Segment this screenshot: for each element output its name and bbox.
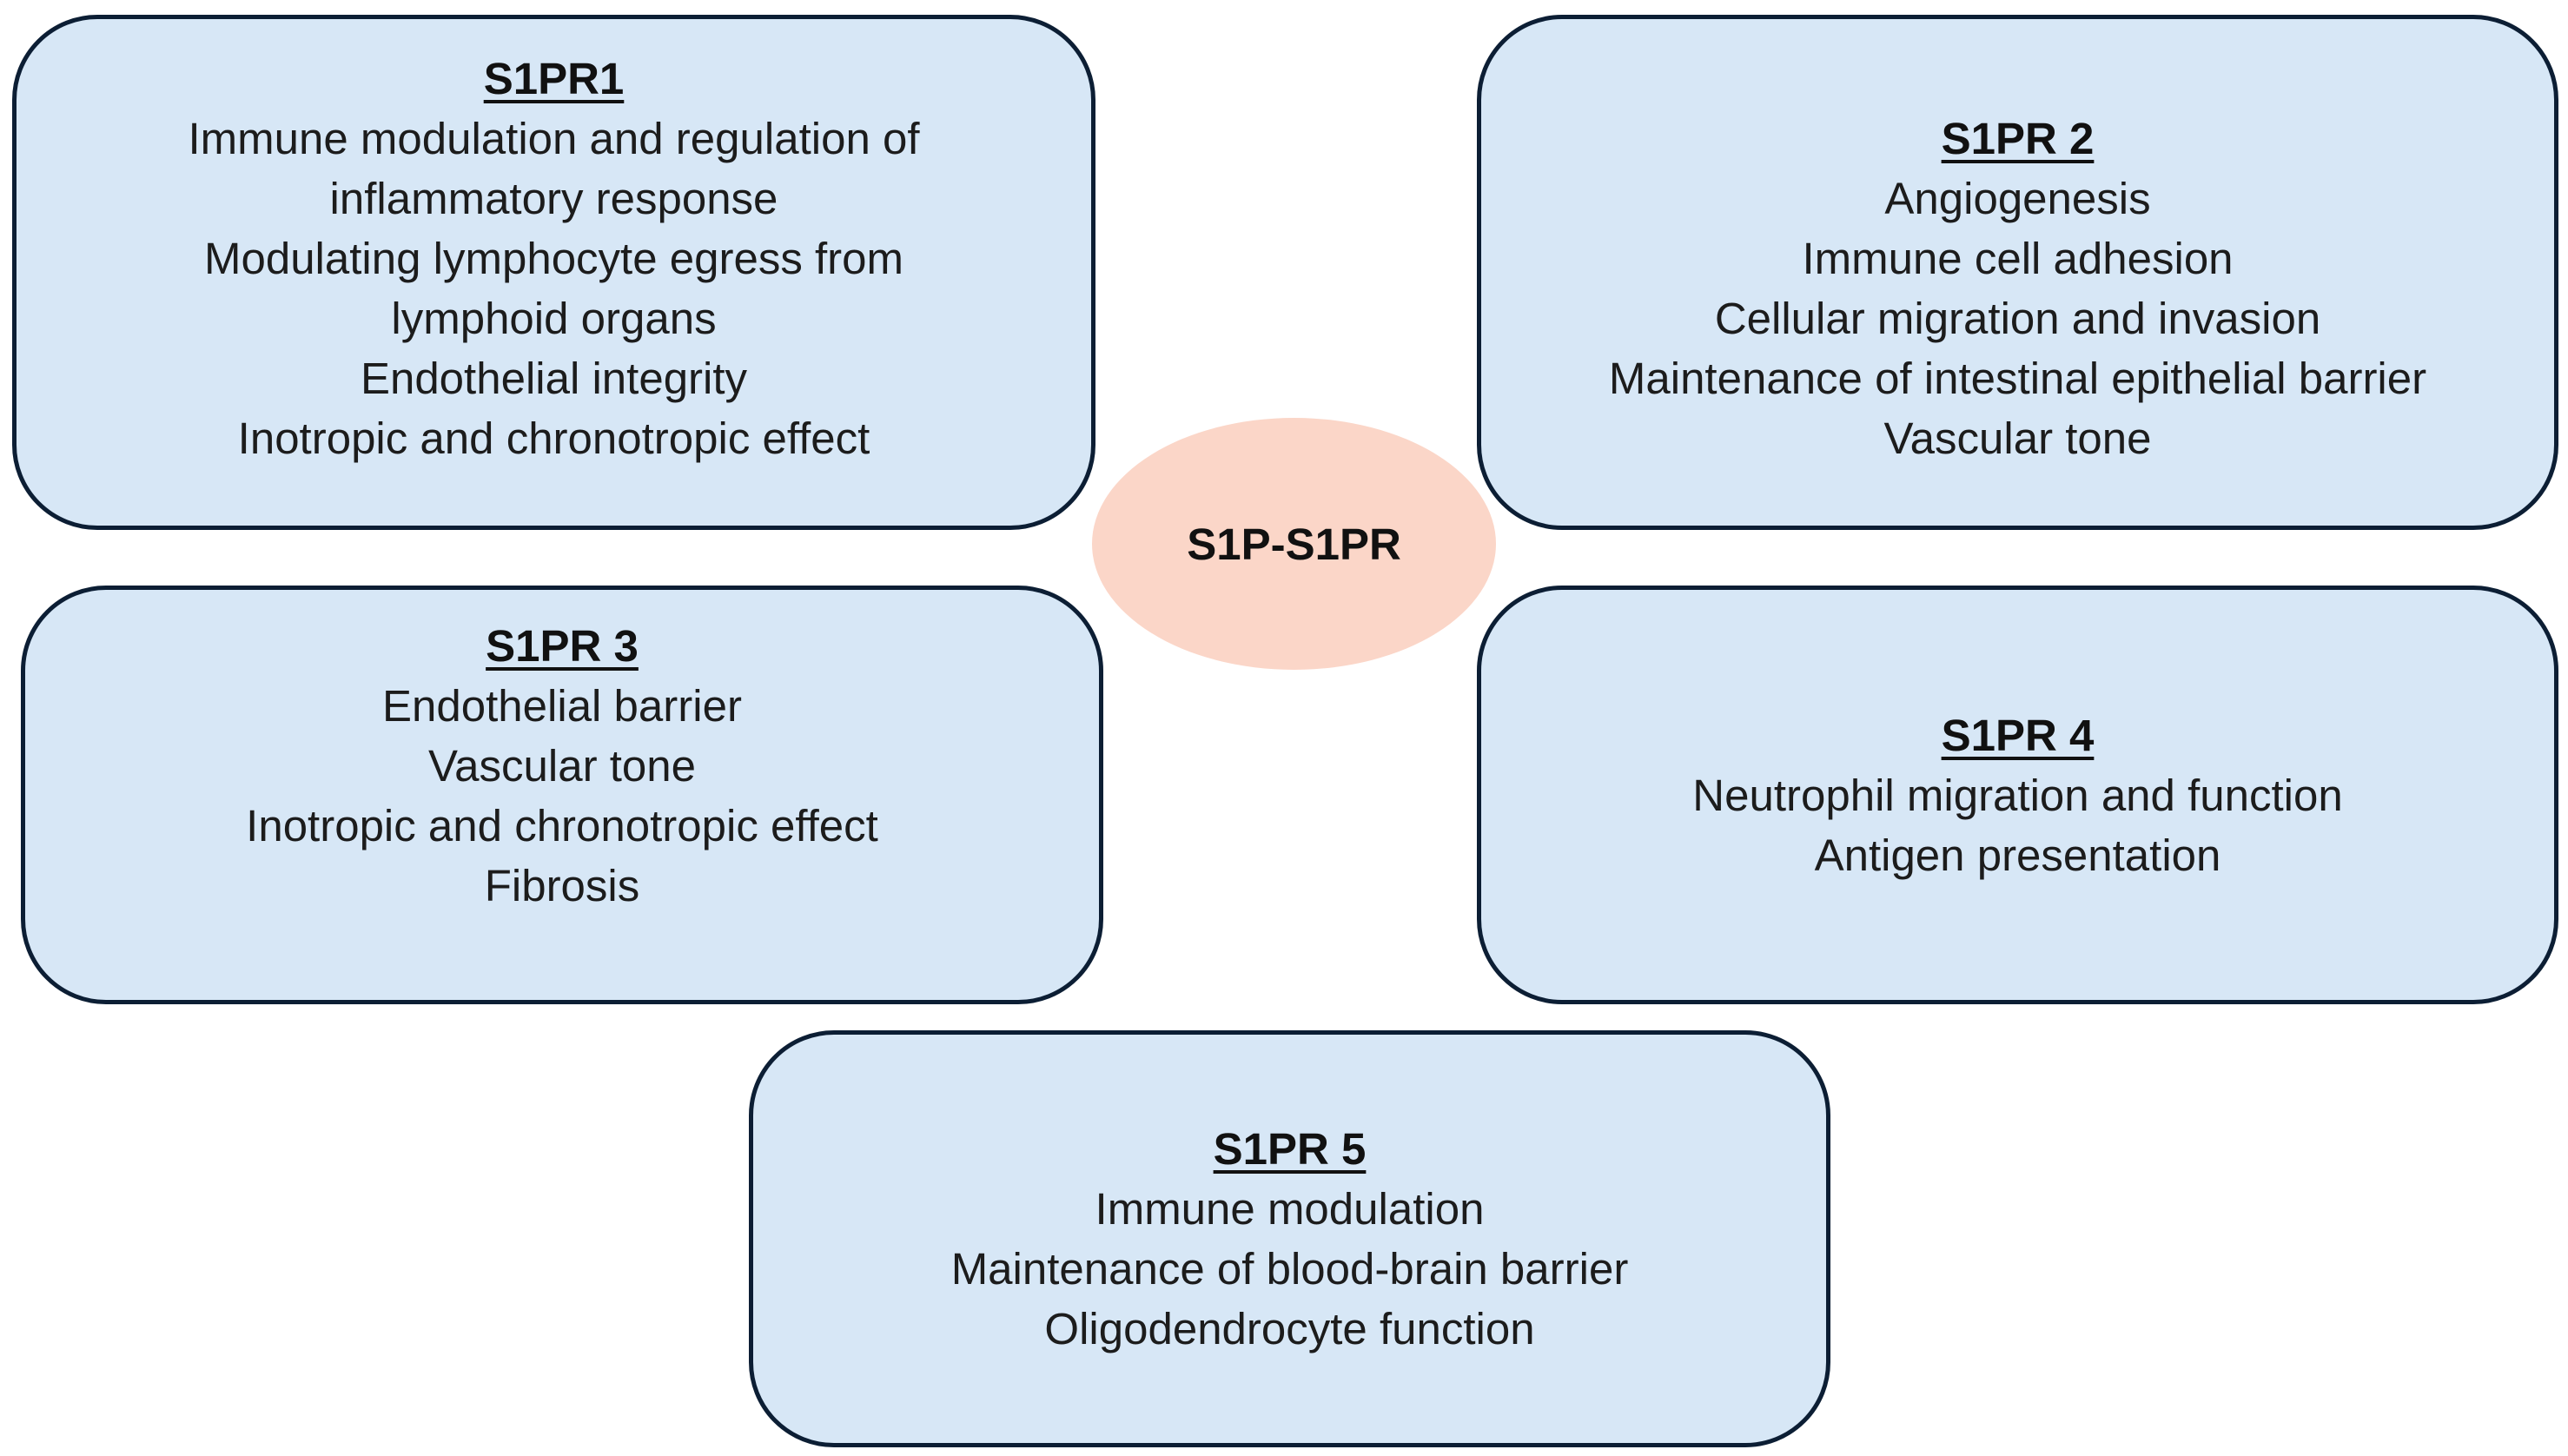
function-item: Vascular tone	[427, 741, 697, 791]
function-item: Modulating lymphocyte egress from	[203, 234, 904, 283]
receptor-title: S1PR 5	[1213, 1124, 1367, 1174]
receptor-box-s1pr4: S1PR 4 Neutrophil migration and function…	[1477, 586, 2558, 1004]
function-item: Immune modulation and regulation of	[188, 114, 920, 163]
function-item: lymphoid organs	[391, 294, 717, 343]
receptor-box-s1pr2: S1PR 2 Angiogenesis Immune cell adhesion…	[1477, 15, 2558, 530]
receptor-title: S1PR 2	[1941, 114, 2095, 163]
hub-label: S1P-S1PR	[1187, 519, 1401, 569]
receptor-function-list: Immune modulation and regulation of infl…	[188, 109, 919, 468]
function-item: Inotropic and chronotropic effect	[237, 414, 870, 463]
function-item: Antigen presentation	[1814, 830, 2221, 880]
receptor-box-s1pr5: S1PR 5 Immune modulation Maintenance of …	[749, 1030, 1830, 1447]
function-item: Maintenance of intestinal epithelial bar…	[1608, 354, 2427, 403]
receptor-function-list: Neutrophil migration and function Antige…	[1692, 765, 2342, 885]
function-item: Fibrosis	[484, 861, 640, 910]
function-item: inflammatory response	[329, 174, 778, 223]
function-item: Angiogenesis	[1884, 174, 2151, 223]
function-item: Endothelial integrity	[360, 354, 748, 403]
function-item: Inotropic and chronotropic effect	[246, 801, 878, 850]
receptor-title: S1PR 3	[486, 621, 639, 671]
function-item: Immune cell adhesion	[1802, 234, 2234, 283]
receptor-title: S1PR1	[483, 54, 625, 103]
function-item: Vascular tone	[1883, 414, 2152, 463]
central-hub-ellipse: S1P-S1PR	[1092, 418, 1496, 670]
function-item: Immune modulation	[1095, 1184, 1485, 1234]
function-item: Endothelial barrier	[382, 681, 742, 731]
function-item: Oligodendrocyte function	[1044, 1304, 1535, 1353]
function-item: Maintenance of blood-brain barrier	[950, 1244, 1629, 1294]
function-item: Cellular migration and invasion	[1714, 294, 2321, 343]
receptor-function-list: Endothelial barrier Vascular tone Inotro…	[246, 676, 878, 916]
receptor-function-list: Immune modulation Maintenance of blood-b…	[951, 1179, 1629, 1359]
receptor-box-s1pr1: S1PR1 Immune modulation and regulation o…	[12, 15, 1095, 530]
receptor-box-s1pr3: S1PR 3 Endothelial barrier Vascular tone…	[21, 586, 1103, 1004]
receptor-title: S1PR 4	[1941, 710, 2095, 760]
receptor-function-list: Angiogenesis Immune cell adhesion Cellul…	[1609, 169, 2426, 468]
function-item: Neutrophil migration and function	[1692, 770, 2343, 820]
